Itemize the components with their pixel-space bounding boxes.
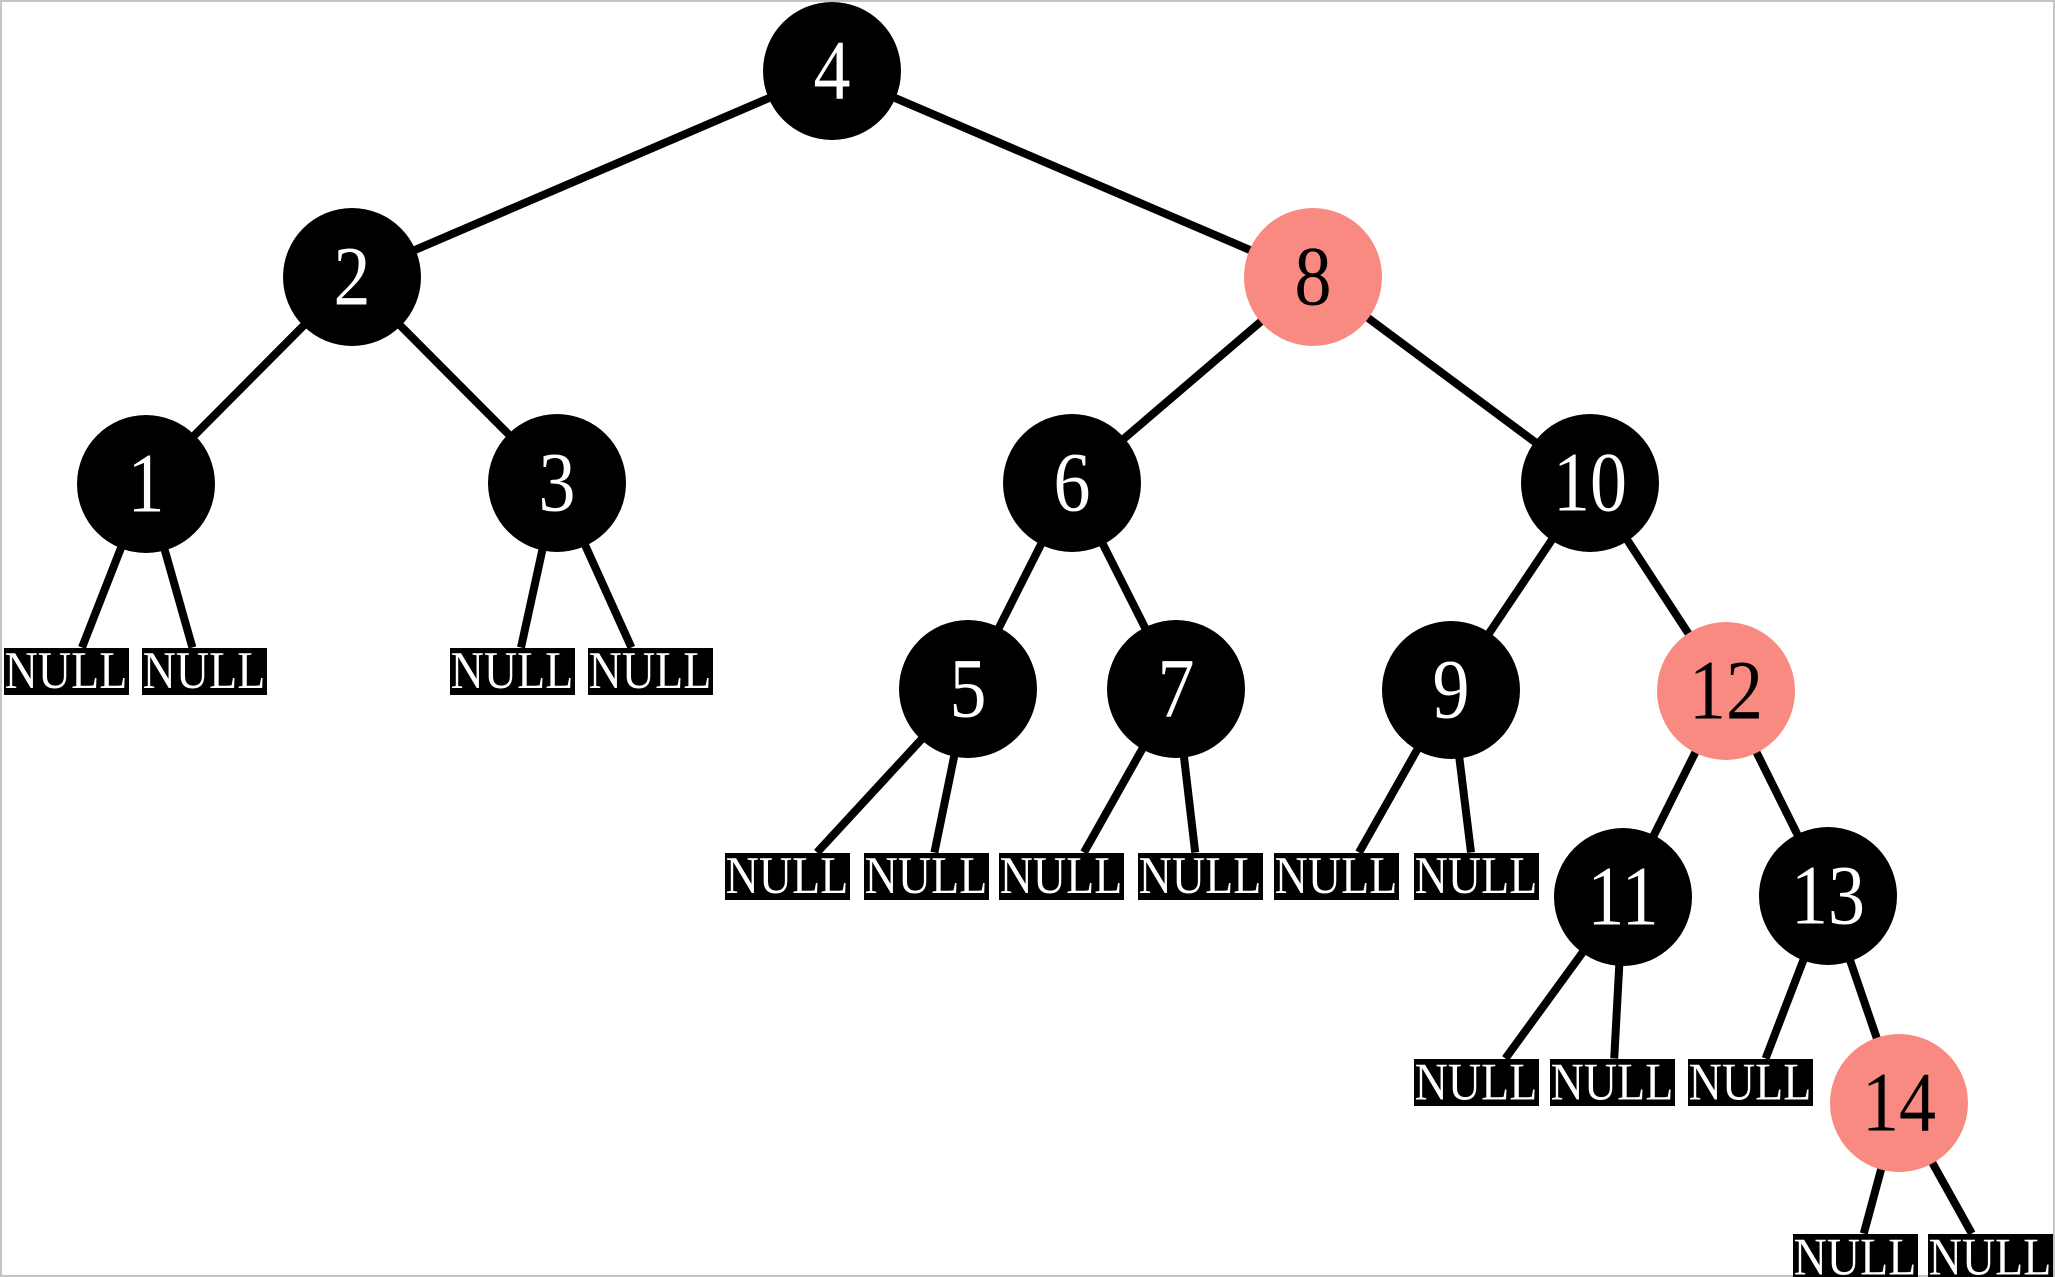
tree-node-label: 12 bbox=[1689, 643, 1763, 739]
null-leaf-label: NULL bbox=[1928, 1227, 2052, 1277]
tree-node-11: 11 bbox=[1554, 828, 1692, 966]
null-leaf-label: NULL bbox=[588, 641, 712, 700]
null-leaf-label: NULL bbox=[864, 846, 988, 905]
tree-node-13: 13 bbox=[1759, 827, 1897, 965]
tree-node-10: 10 bbox=[1521, 414, 1659, 552]
tree-node-label: 3 bbox=[538, 435, 576, 531]
null-leaf-n1L: NULL bbox=[3, 641, 129, 700]
tree-node-3: 3 bbox=[488, 414, 626, 552]
edge-4-2 bbox=[350, 67, 834, 281]
null-leaf-n11L: NULL bbox=[1413, 1052, 1539, 1111]
tree-node-5: 5 bbox=[899, 620, 1037, 758]
null-leaf-n14L: NULL bbox=[1792, 1227, 1918, 1277]
tree-node-1: 1 bbox=[77, 415, 215, 553]
null-leaf-n5L: NULL bbox=[724, 846, 850, 905]
tree-node-label: 11 bbox=[1587, 849, 1659, 945]
null-leaf-label: NULL bbox=[450, 641, 574, 700]
tree-node-label: 14 bbox=[1862, 1055, 1936, 1151]
tree-node-label: 4 bbox=[813, 23, 851, 119]
null-leaf-n3R: NULL bbox=[587, 641, 713, 700]
tree-node-7: 7 bbox=[1107, 620, 1245, 758]
tree-node-14: 14 bbox=[1830, 1034, 1968, 1172]
tree-node-9: 9 bbox=[1382, 621, 1520, 759]
null-leaf-n13L: NULL bbox=[1687, 1052, 1813, 1111]
null-leaf-n7R: NULL bbox=[1137, 846, 1263, 905]
null-leaf-n9R: NULL bbox=[1413, 846, 1539, 905]
null-leaf-label: NULL bbox=[1414, 846, 1538, 905]
tree-node-8: 8 bbox=[1244, 208, 1382, 346]
tree-node-label: 9 bbox=[1432, 642, 1470, 738]
null-leaf-n5R: NULL bbox=[863, 846, 989, 905]
tree-node-label: 7 bbox=[1157, 641, 1195, 737]
null-leaf-n7L: NULL bbox=[998, 846, 1124, 905]
null-leaf-n14R: NULL bbox=[1927, 1227, 2053, 1277]
null-leaf-n1R: NULL bbox=[141, 641, 267, 700]
tree-node-label: 1 bbox=[127, 436, 165, 532]
edge-4-8 bbox=[830, 67, 1315, 281]
null-leaf-n3L: NULL bbox=[449, 641, 575, 700]
null-leaf-label: NULL bbox=[142, 641, 266, 700]
tree-node-6: 6 bbox=[1003, 414, 1141, 552]
null-leaf-label: NULL bbox=[1414, 1052, 1538, 1111]
null-leaf-label: NULL bbox=[999, 846, 1123, 905]
tree-node-label: 13 bbox=[1791, 848, 1865, 944]
tree-node-12: 12 bbox=[1657, 622, 1795, 760]
tree-node-label: 6 bbox=[1053, 435, 1091, 531]
tree-node-2: 2 bbox=[283, 208, 421, 346]
null-leaf-n11R: NULL bbox=[1549, 1052, 1675, 1111]
null-leaf-label: NULL bbox=[1793, 1227, 1917, 1277]
null-leaf-label: NULL bbox=[1688, 1052, 1812, 1111]
tree-node-label: 10 bbox=[1553, 435, 1627, 531]
null-leaf-n9L: NULL bbox=[1273, 846, 1399, 905]
null-leaf-label: NULL bbox=[1138, 846, 1262, 905]
null-leaf-label: NULL bbox=[1550, 1052, 1674, 1111]
tree-node-label: 5 bbox=[949, 641, 987, 737]
tree-node-label: 8 bbox=[1294, 229, 1332, 325]
tree-node-label: 2 bbox=[333, 229, 371, 325]
null-leaf-label: NULL bbox=[1274, 846, 1398, 905]
null-leaf-label: NULL bbox=[4, 641, 128, 700]
null-leaf-label: NULL bbox=[725, 846, 849, 905]
tree-node-4: 4 bbox=[763, 2, 901, 140]
